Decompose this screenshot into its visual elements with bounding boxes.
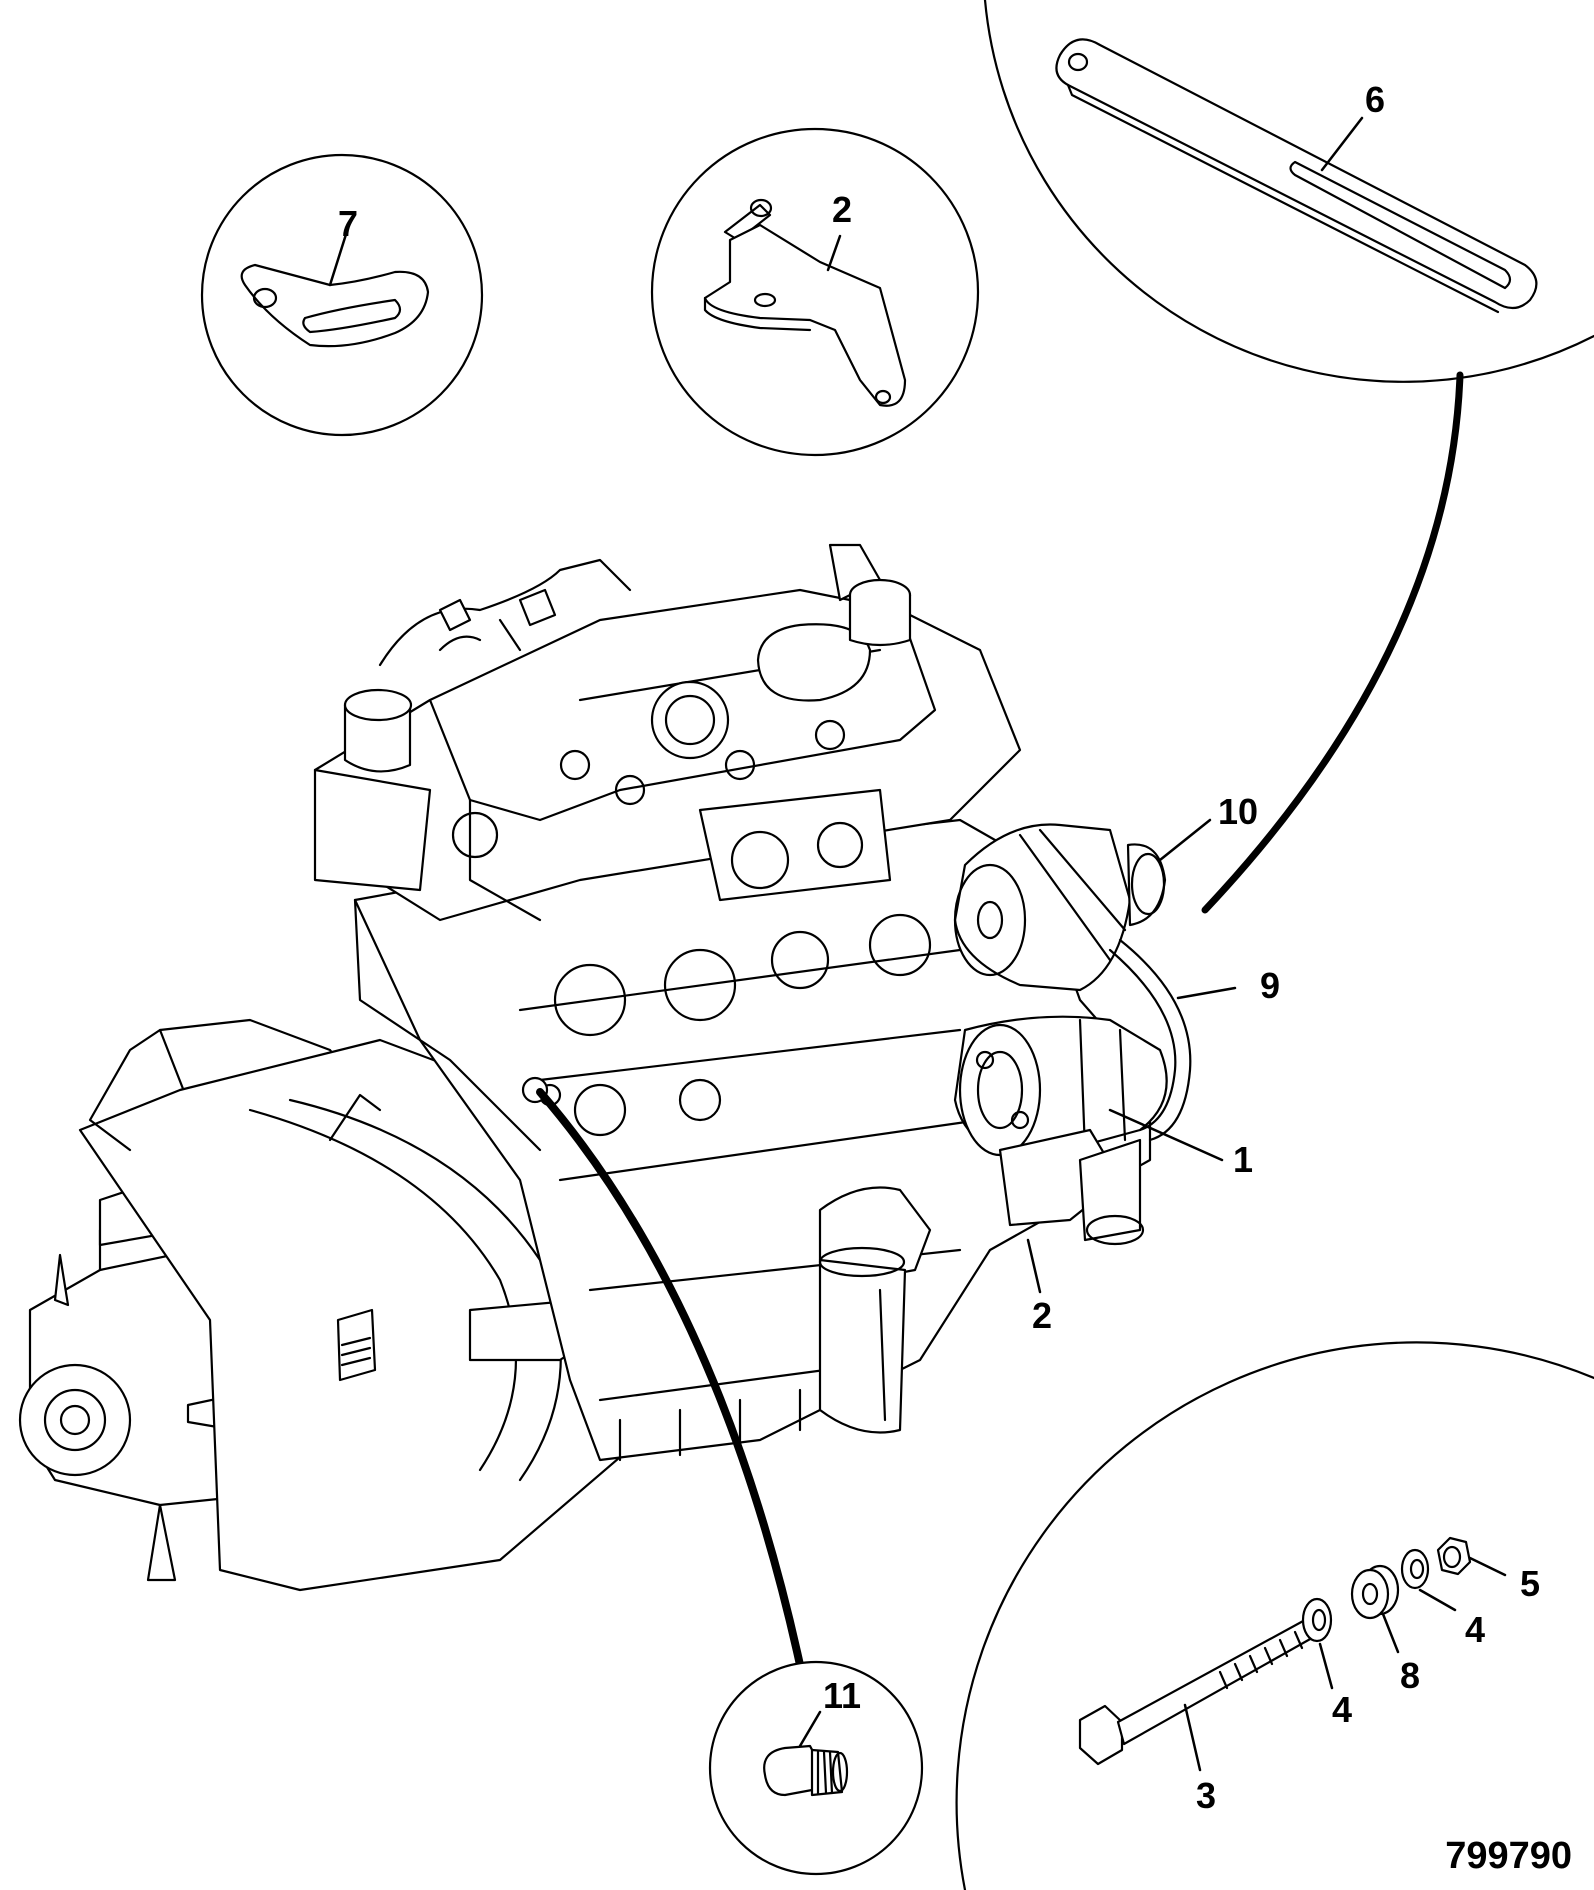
mount-bracket-part — [703, 198, 907, 407]
callout-2-main: 2 — [1032, 1295, 1052, 1336]
callout-4-right: 4 — [1465, 1609, 1485, 1650]
leader-10 — [1158, 818, 1212, 862]
callout-3: 3 — [1196, 1775, 1216, 1816]
engine-assembly — [18, 543, 1192, 1592]
alternator — [953, 823, 1167, 992]
connector-line-switch — [536, 1088, 804, 1669]
leader-2 — [1026, 1238, 1042, 1294]
strap-bracket-part — [1055, 38, 1538, 314]
leader-1 — [1108, 1108, 1224, 1162]
callout-11: 11 — [823, 1675, 861, 1716]
nut-part — [1436, 1536, 1472, 1576]
callout-4-left: 4 — [1332, 1689, 1352, 1730]
callout-1: 1 — [1233, 1139, 1253, 1180]
washer-part-b — [1400, 1548, 1430, 1590]
detail-circle-fasteners — [955, 1341, 1594, 1890]
detail-circle-mount-bracket — [650, 127, 980, 457]
callout-10: 10 — [1218, 791, 1258, 832]
callout-7: 7 — [338, 203, 358, 244]
callout-6: 6 — [1365, 79, 1385, 120]
leader-9 — [1176, 986, 1237, 1000]
detail-circle-link — [200, 153, 484, 437]
callout-5: 5 — [1520, 1563, 1540, 1604]
detail-circle-strap — [983, 0, 1594, 383]
callout-8: 8 — [1400, 1655, 1420, 1696]
detail-circle-pressure-switch — [708, 1660, 924, 1876]
pressure-switch-part — [763, 1744, 849, 1797]
callout-2-detail: 2 — [832, 189, 852, 230]
link-plate-part — [240, 263, 430, 348]
connector-line-strap — [1201, 371, 1464, 914]
compressor — [953, 1015, 1168, 1162]
washer-part-a — [1301, 1597, 1333, 1643]
figure-number: 799790 — [1445, 1835, 1572, 1877]
spacer-part — [1350, 1564, 1400, 1620]
callout-9: 9 — [1260, 965, 1280, 1006]
bolt-part — [1078, 1618, 1314, 1766]
fuel-filter — [818, 1186, 932, 1434]
